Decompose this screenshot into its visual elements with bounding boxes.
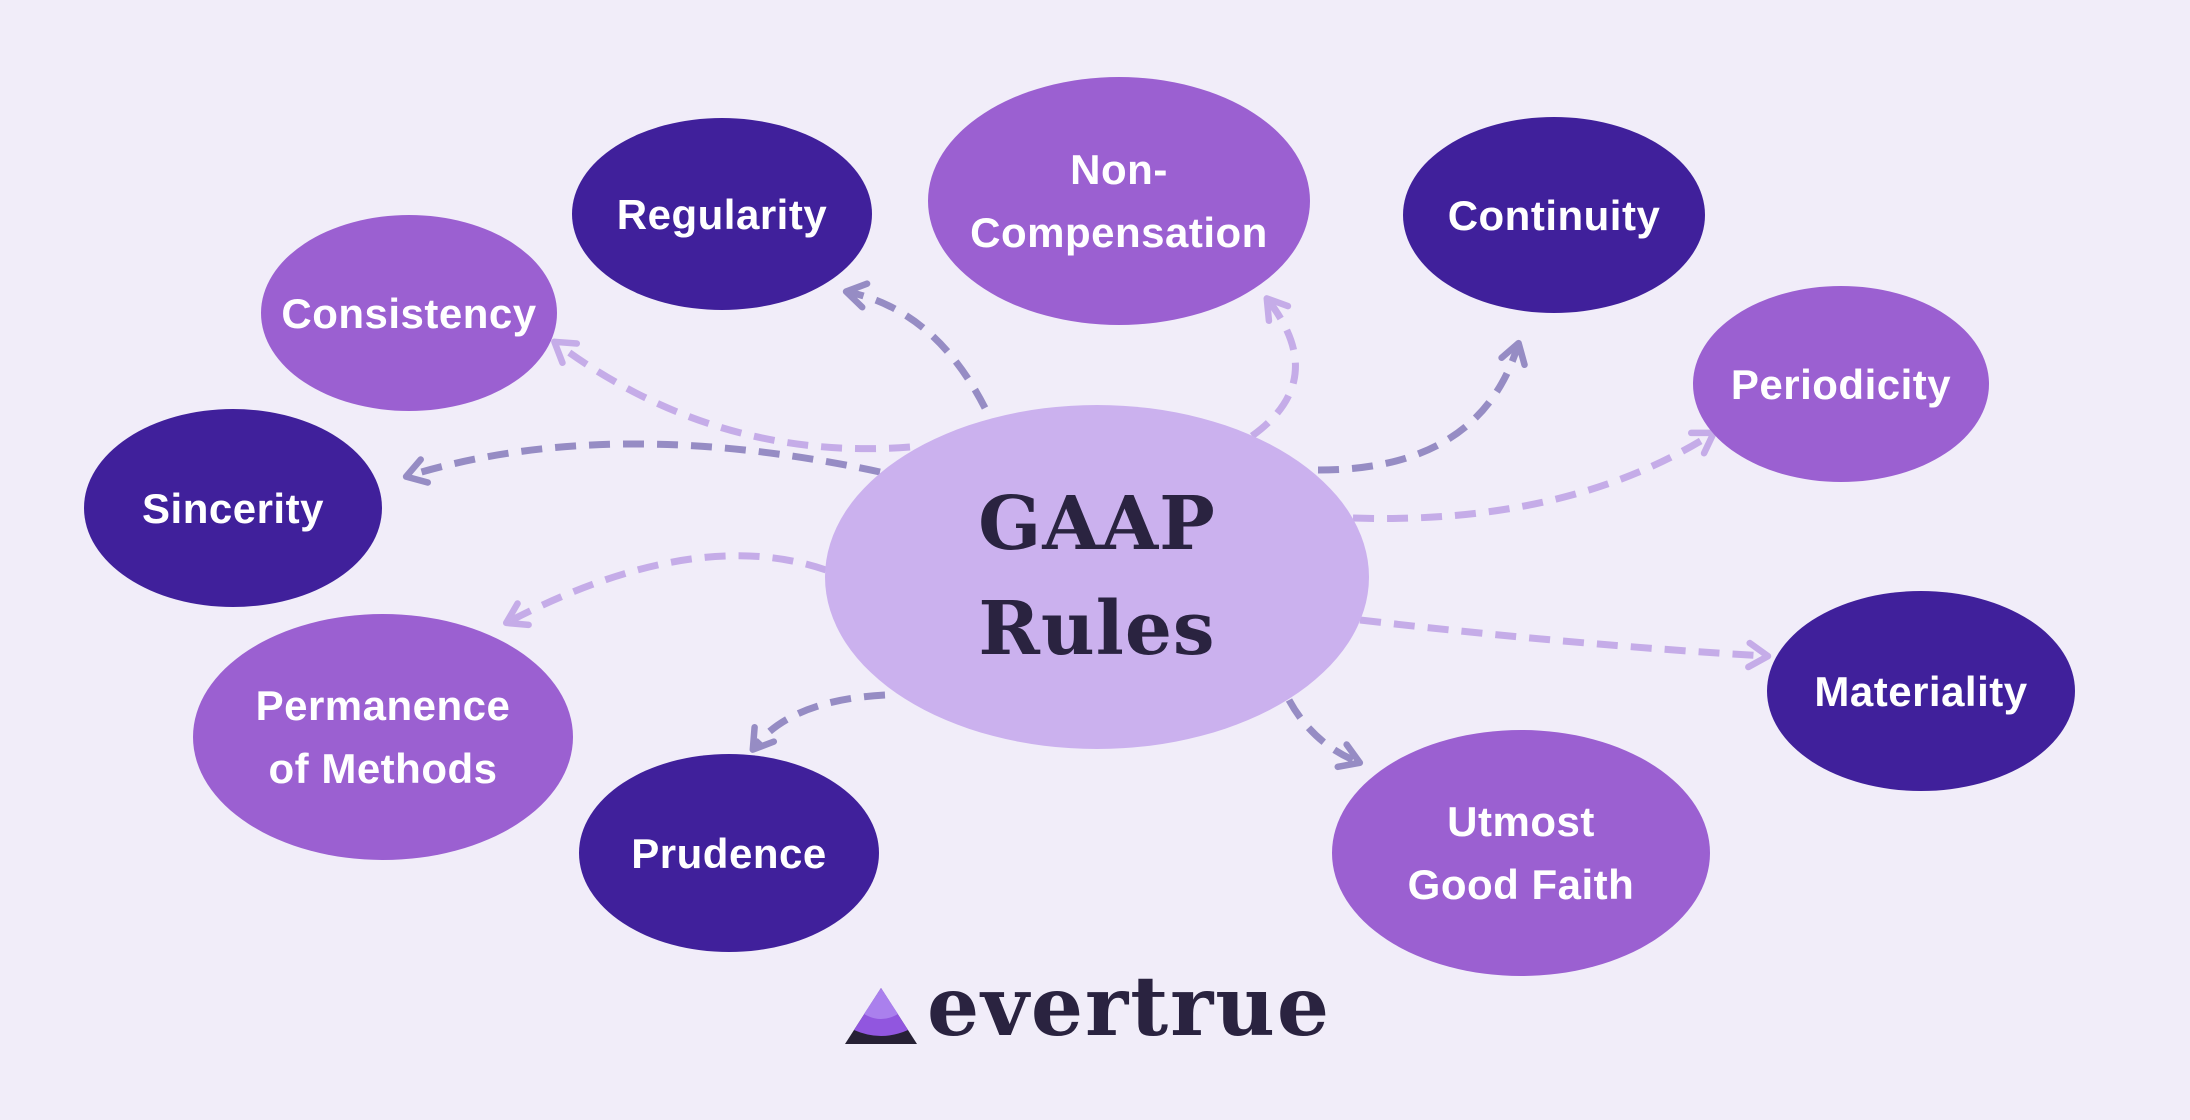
node-non-compensation: Non- Compensation	[928, 77, 1310, 325]
node-label-line: Utmost	[1447, 798, 1595, 845]
connector-to-consistency	[551, 338, 911, 453]
connector-to-utmost-good-faith	[1285, 698, 1364, 771]
connector-to-non-compensation	[1249, 295, 1299, 439]
node-prudence: Prudence	[579, 754, 879, 952]
triangle-top-layer	[864, 988, 898, 1019]
connector-to-permanence-of-methods	[502, 552, 828, 629]
node-label-line: Sincerity	[142, 484, 324, 532]
evertrue-logo: evertrue	[845, 950, 1331, 1050]
connector-to-sincerity	[402, 440, 881, 486]
evertrue-triangle-icon	[845, 988, 917, 1044]
connector-to-prudence	[749, 691, 886, 753]
node-regularity: Regularity	[572, 118, 872, 310]
node-periodicity: Periodicity	[1693, 286, 1989, 482]
node-label-line: Continuity	[1447, 191, 1661, 239]
connector-to-materiality	[1359, 616, 1772, 671]
node-materiality: Materiality	[1767, 591, 2075, 791]
node-label-line: GAAP	[978, 480, 1216, 567]
node-label-line: Periodicity	[1730, 360, 1952, 408]
node-label-line: Good Faith	[1407, 861, 1635, 908]
node-permanence-of-methods: Permanence of Methods	[193, 614, 573, 860]
node-label-line: of Methods	[268, 745, 498, 792]
node-label-line: Non-	[1070, 146, 1168, 193]
node-continuity: Continuity	[1403, 117, 1705, 313]
node-label-line: Materiality	[1814, 667, 2028, 715]
node-gaap-rules: GAAP Rules	[825, 405, 1369, 749]
node-label-line: Regularity	[616, 190, 828, 238]
evertrue-logo-text: evertrue	[927, 959, 1332, 1055]
node-label-line: Compensation	[970, 209, 1268, 256]
node-label-line: Rules	[978, 586, 1216, 672]
node-label-line: Consistency	[281, 289, 537, 337]
node-sincerity: Sincerity	[84, 409, 382, 607]
node-consistency: Consistency	[261, 215, 557, 411]
connector-to-continuity	[1317, 339, 1528, 474]
node-label-line: Permanence	[255, 682, 511, 729]
node-label-line: Prudence	[631, 829, 827, 877]
